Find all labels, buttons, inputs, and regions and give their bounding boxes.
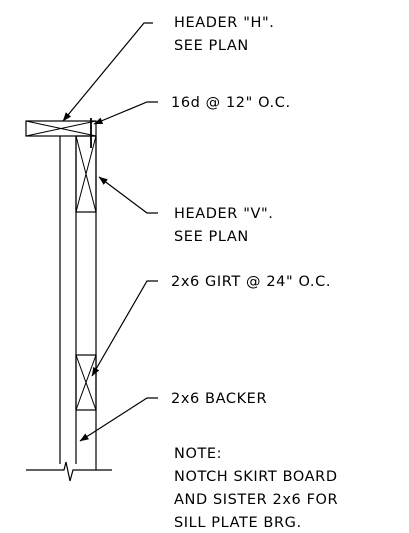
leader-backer (79, 397, 158, 442)
label-nail: 16d @ 12" O.C. (171, 95, 291, 111)
label-girt: 2x6 GIRT @ 24" O.C. (171, 274, 331, 290)
label-backer: 2x6 BACKER (171, 391, 267, 407)
girt-block (75, 354, 97, 411)
wall-section (59, 136, 97, 470)
header-v-block (75, 135, 97, 213)
leader-girt (91, 280, 158, 377)
ground-line (26, 461, 112, 482)
leader-nail (93, 101, 158, 125)
header-h-block (25, 120, 97, 137)
leader-header-h (62, 22, 153, 122)
leader-header-v (98, 176, 158, 214)
label-header-v: HEADER "V". SEE PLAN (174, 206, 279, 245)
label-header-h: HEADER "H". SEE PLAN (174, 15, 280, 54)
note-text: NOTE: NOTCH SKIRT BOARD AND SISTER 2x6 F… (174, 446, 343, 531)
